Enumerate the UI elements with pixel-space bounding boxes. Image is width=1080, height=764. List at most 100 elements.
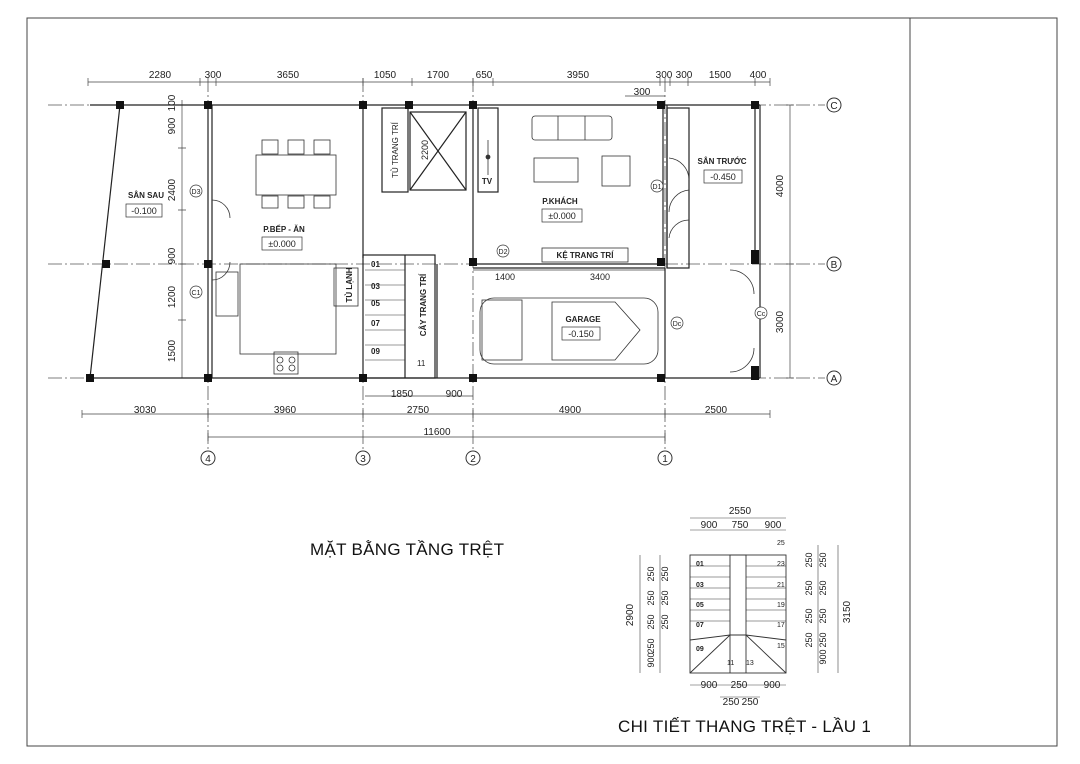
- stair-step-label: 03: [696, 582, 704, 589]
- dim-text: 2280: [149, 70, 172, 81]
- stair-detail-title: CHI TIẾT THANG TRỆT - LẦU 1: [618, 717, 872, 736]
- dim-text: 2550: [729, 506, 752, 517]
- stair-detail-left-stack: 250 250 250 250 250 250 250 900: [646, 566, 670, 667]
- stair-step-label: 11: [727, 660, 734, 667]
- stair-step-label: 01: [371, 260, 380, 269]
- dim-text: 2750: [407, 405, 430, 416]
- level-living: ±0.000: [548, 211, 575, 221]
- label-tv: TV: [482, 177, 493, 186]
- axis-bubble-row-a: A: [826, 370, 842, 386]
- dim-text: 250: [646, 614, 656, 629]
- dim-text: 400: [750, 70, 767, 81]
- sheet-border: [26, 17, 1058, 747]
- dim-text: 3030: [134, 405, 157, 416]
- stair-step-label: 09: [371, 347, 380, 356]
- axis-bubble-row-b: B: [826, 256, 842, 272]
- dim-text: 1400: [495, 272, 515, 282]
- dim-text: 900: [818, 649, 828, 664]
- garage-dimensions: 1400 3400: [495, 272, 610, 282]
- dim-text: 300: [656, 70, 673, 81]
- vertical-labels: TỦ TRANG TRÍ TỦ LẠNH CÂY TRANG TRÍ 2200: [345, 121, 430, 336]
- opening-tags: D3 C1 D1 D2 Dc Cc: [189, 179, 768, 330]
- stair-step-label: 07: [371, 319, 380, 328]
- dim-text: 250: [660, 614, 670, 629]
- room-label-kitchen: P.BẾP - ĂN: [263, 224, 305, 234]
- dim-text: 250: [646, 590, 656, 605]
- dim-text: 900: [764, 680, 781, 691]
- dim-text: 3650: [277, 70, 300, 81]
- label-decor-cabinet: TỦ TRANG TRÍ: [391, 121, 400, 177]
- dim-text: 3960: [274, 405, 297, 416]
- dining-table: [255, 139, 337, 209]
- dim-text: 1850: [391, 389, 414, 400]
- plan-title: MẶT BẰNG TẦNG TRỆT: [310, 540, 505, 559]
- stair-detail-dim-lines: [639, 517, 839, 698]
- stair-detail-dims: 2550 900 750 900 900 250 900 250 250 290…: [625, 506, 853, 708]
- door-swings: [211, 157, 755, 373]
- dim-text: 4000: [775, 174, 786, 197]
- structural-columns: [86, 101, 759, 382]
- dimension-lines: [81, 78, 794, 441]
- dim-text: 3000: [775, 310, 786, 333]
- axis-label-b: B: [831, 260, 838, 271]
- dim-text: 900: [765, 520, 782, 531]
- bottom-dimensions: 1850 900 3030 3960 2750 4900 2500 11600: [134, 389, 728, 438]
- dim-text: 900: [701, 520, 718, 531]
- right-dimensions: 4000 3000: [775, 174, 786, 333]
- room-label-front-yard: SÂN TRƯỚC: [697, 157, 746, 166]
- dim-text: 300: [205, 70, 222, 81]
- level-back-yard: -0.100: [131, 206, 157, 216]
- dim-text: 300: [676, 70, 693, 81]
- dim-text: 250: [804, 632, 814, 647]
- dim-text: 2400: [167, 178, 178, 201]
- dim-text: 250: [818, 632, 828, 647]
- axis-label-3: 3: [360, 454, 366, 465]
- dim-text: 2500: [705, 405, 728, 416]
- dim-text: 250: [804, 552, 814, 567]
- tag-dc: Dc: [673, 321, 682, 328]
- stair-step-label: 19: [777, 602, 785, 609]
- stair-step-label: 09: [696, 646, 704, 653]
- axis-label-1: 1: [662, 454, 668, 465]
- dim-text: 1200: [167, 285, 178, 308]
- dim-text: 250: [818, 608, 828, 623]
- room-label-back-yard: SÂN SAU: [128, 191, 164, 200]
- axis-bubble-col-3: 3: [355, 450, 371, 466]
- axis-label-a: A: [831, 374, 838, 385]
- dim-text: 1050: [374, 70, 397, 81]
- stair-step-label: 15: [777, 643, 785, 650]
- stair-step-label: 13: [746, 660, 754, 667]
- level-tags: -0.100 ±0.000 ±0.000 -0.450 -0.150: [125, 169, 743, 341]
- stair-step-label: 01: [696, 561, 704, 568]
- stair-step-label: 11: [417, 359, 426, 368]
- level-kitchen: ±0.000: [268, 239, 295, 249]
- room-label-garage: GARAGE: [565, 315, 601, 324]
- stair-step-numbers: 01 03 05 07 09 11: [371, 260, 426, 368]
- dim-text: 4900: [559, 405, 582, 416]
- axis-bubble-col-2: 2: [465, 450, 481, 466]
- garage-car: [479, 297, 659, 365]
- label-fridge: TỦ LẠNH: [345, 267, 354, 302]
- level-garage: -0.150: [568, 329, 594, 339]
- room-labels: SÂN SAU P.BẾP - ĂN P.KHÁCH SÂN TRƯỚC GAR…: [128, 157, 747, 324]
- walls: [89, 104, 761, 379]
- tag-cc: Cc: [757, 311, 766, 318]
- dim-text: 1700: [427, 70, 450, 81]
- dim-text: 900: [701, 680, 718, 691]
- stair-treads: [365, 269, 405, 361]
- room-label-living: P.KHÁCH: [542, 197, 578, 206]
- dim-text: 900: [446, 389, 463, 400]
- stair-step-label: 05: [696, 602, 704, 609]
- dim-text: 250: [818, 580, 828, 595]
- dim-text: 11600: [423, 427, 451, 438]
- axis-label-c: C: [830, 101, 837, 112]
- stair-step-label: 23: [777, 561, 785, 568]
- dim-text: 1500: [167, 339, 178, 362]
- living-furniture: [485, 115, 631, 263]
- stair-step-label: 07: [696, 622, 704, 629]
- dim-text: 300: [634, 87, 651, 98]
- dim-text: 750: [732, 520, 749, 531]
- stair-step-label: 25: [777, 540, 785, 547]
- stair-step-label: 03: [371, 282, 380, 291]
- dim-text: 250: [804, 608, 814, 623]
